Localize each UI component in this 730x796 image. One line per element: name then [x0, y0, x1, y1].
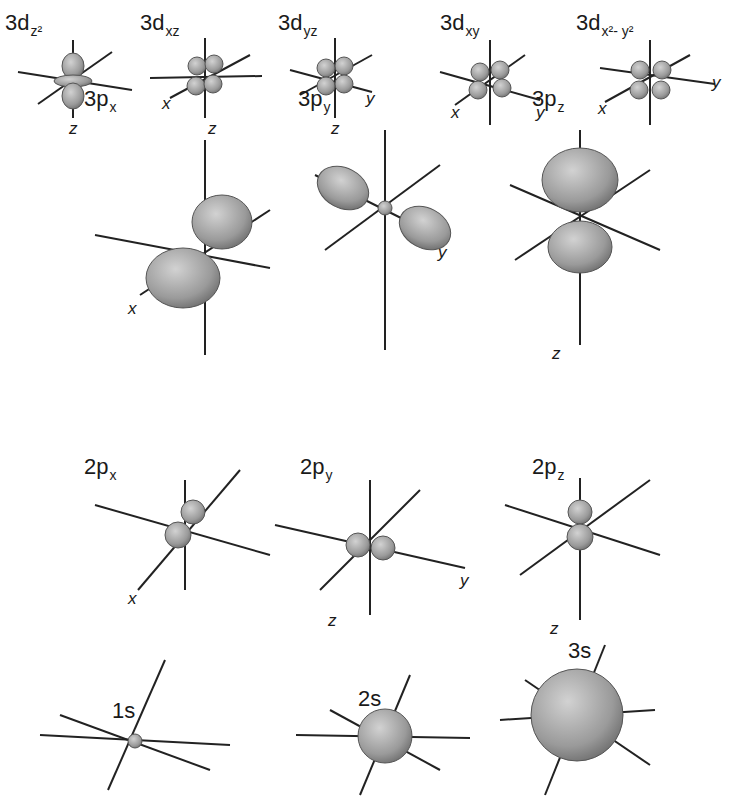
- orbital-subscript: z: [557, 100, 564, 114]
- orbital-label: 3s: [568, 640, 591, 662]
- axis-label: x: [598, 100, 607, 117]
- orbital-label: 3p: [532, 88, 556, 110]
- axis-label: y: [438, 244, 447, 261]
- axis-label: z: [328, 612, 337, 629]
- orbital-label: 2p: [532, 456, 556, 478]
- axis-label: z: [208, 120, 217, 137]
- orbital-label: 3p: [84, 88, 108, 110]
- axis-label: x: [451, 104, 460, 121]
- axis-label: z: [69, 120, 78, 137]
- orbital-label: 3d: [278, 12, 302, 34]
- orbital-subscript: y: [323, 100, 330, 114]
- orbital-label: 3d: [440, 12, 464, 34]
- axis-label: z: [331, 120, 340, 137]
- axis-label: z: [552, 345, 561, 362]
- orbital-subscript: y: [325, 468, 332, 482]
- orbital-label: 1s: [112, 700, 135, 722]
- orbital-subscript: yz: [303, 24, 317, 38]
- orbital-subscript: x: [109, 100, 116, 114]
- orbital-subscript: z: [557, 468, 564, 482]
- orbital-subscript: z²: [30, 24, 42, 38]
- axis-label: y: [366, 90, 375, 107]
- orbital-label: 3d: [140, 12, 164, 34]
- axis-label: x: [128, 590, 137, 607]
- orbital-subscript: xz: [165, 24, 179, 38]
- axis-label: y: [712, 74, 721, 91]
- orbital-label: 3d: [5, 12, 29, 34]
- axis-label: z: [550, 620, 559, 637]
- orbital-subscript: x: [109, 468, 116, 482]
- orbital-label: 2s: [358, 688, 381, 710]
- axis-label: x: [162, 95, 171, 112]
- orbital-label: 3d: [576, 12, 600, 34]
- orbital-label: 2p: [84, 456, 108, 478]
- orbital-subscript: xy: [465, 24, 479, 38]
- axis-label: x: [128, 300, 137, 317]
- axis-label: y: [460, 572, 469, 589]
- orbital-label: 2p: [300, 456, 324, 478]
- orbital-subscript: x²- y²: [601, 24, 633, 38]
- orbital-label: 3p: [298, 88, 322, 110]
